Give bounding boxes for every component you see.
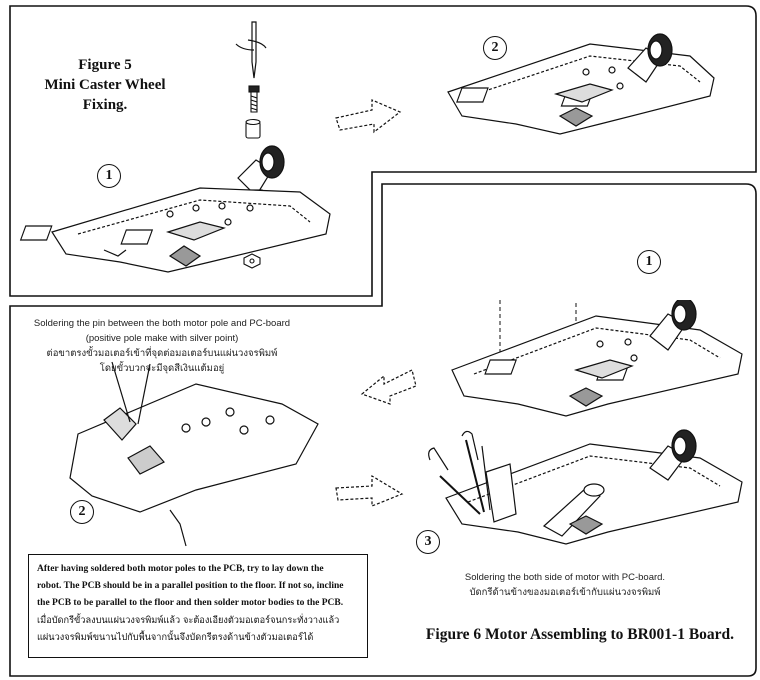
side-solder-caption-th: บัดกรีด้านข้างของมอเตอร์เข้ากับแผ่นวงจรพ…: [469, 587, 661, 598]
figure5-step2-badge: 2: [483, 36, 507, 60]
soldering-note: Soldering the pin between the both motor…: [12, 316, 312, 376]
figure5-title-line3: Fixing.: [82, 97, 128, 113]
figure5-title-line2: Mini Caster Wheel: [44, 77, 166, 93]
instruction-en-line1: After having soldered both motor poles t…: [37, 564, 324, 574]
soldering-note-line3-th: ต่อขาตรงขั้วมอเตอร์เข้าที่จุดต่อมอเตอร์บ…: [46, 348, 278, 359]
caster-wheel-fig6-icon: [649, 300, 697, 351]
figure6-frame: [9, 183, 757, 677]
side-solder-caption: Soldering the both side of motor with PC…: [420, 570, 710, 600]
spacer-icon: [245, 118, 261, 139]
instruction-en-line2: robot. The PCB should be in a parallel p…: [37, 581, 344, 591]
figure6-title: Figure 6 Motor Assembling to BR001-1 Boa…: [425, 626, 735, 643]
figure6-step1-badge: 1: [637, 250, 661, 274]
left-arrow-icon: [360, 369, 417, 405]
figure5-title-line1: Figure 5: [78, 57, 132, 73]
figure5-frame: [9, 5, 757, 297]
nut-icon: [243, 253, 261, 269]
screwdriver-icon: [235, 21, 267, 79]
robot-board-step1: [19, 187, 331, 273]
soldering-note-line1: Soldering the pin between the both motor…: [33, 318, 291, 329]
figure6-step2-badge: 2: [70, 500, 94, 524]
instruction-th-line2: แผ่นวงจรพิมพ์ขนานไปกับพื้นจากนั้นจึงบัดก…: [37, 632, 314, 643]
instruction-box: After having soldered both motor poles t…: [28, 554, 368, 658]
figure5-step1-badge: 1: [97, 164, 121, 188]
screw-icon: [248, 85, 260, 113]
right-arrow-lower-icon: [335, 474, 404, 507]
caster-wheel-mounted-icon: [627, 33, 673, 83]
instruction-en-line3: the PCB to be parallel to the floor and …: [37, 598, 344, 608]
right-arrow-icon: [335, 99, 402, 134]
figure6-step3-badge: 3: [416, 530, 440, 554]
soldering-note-line2: (positive pole make with silver point): [85, 333, 239, 344]
robot-board-fig6-step1: [451, 315, 743, 417]
robot-board-side-view: [69, 361, 319, 547]
caster-wheel-fig6-step3-icon: [649, 429, 697, 481]
instruction-th-line1: เมื่อบัดกรีขั้วลงบนแผ่นวงจรพิมพ์แล้ว จะต…: [37, 615, 340, 626]
figure6-illustrations: [69, 300, 743, 547]
figure5-illustrations: [19, 21, 715, 273]
soldering-note-line4-th: โดยขั้วบวกจะมีจุดสีเงินแต้มอยู่: [99, 363, 225, 374]
figure5-title: Figure 5 Mini Caster Wheel Fixing.: [30, 55, 180, 115]
side-solder-caption-en: Soldering the both side of motor with PC…: [464, 572, 666, 583]
